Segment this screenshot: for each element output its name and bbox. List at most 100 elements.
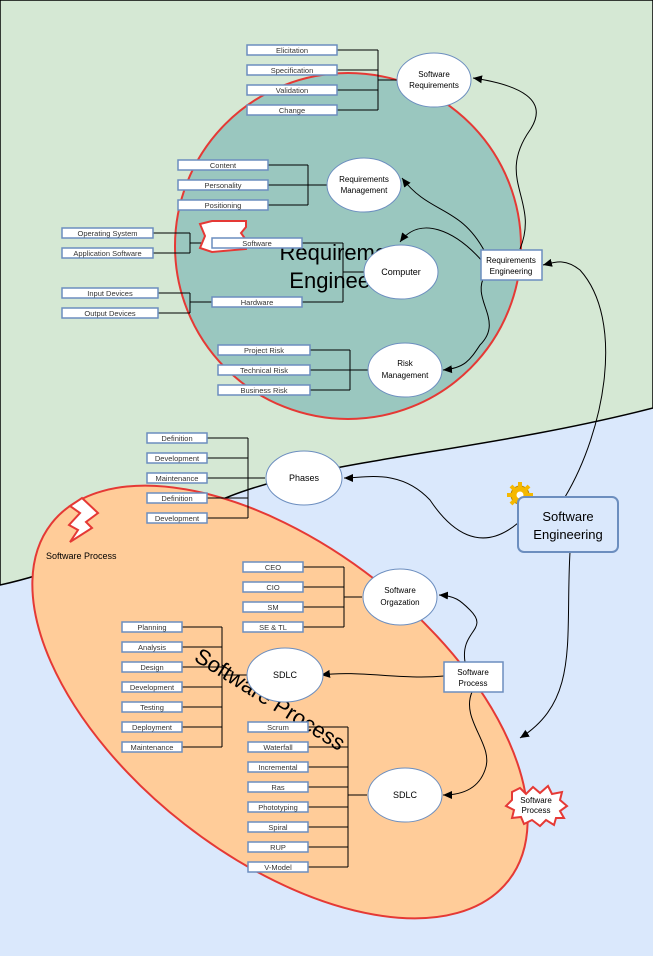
phases-node[interactable]: Phases [265, 450, 343, 506]
computer-node[interactable]: Computer [363, 244, 439, 300]
sdlc-phase-item[interactable]: Design [121, 661, 183, 673]
software-organization-node[interactable]: Software Orgazation [362, 568, 438, 626]
phase-item[interactable]: Development [146, 512, 208, 524]
sdlc-model-item-box [247, 761, 309, 773]
requirements-management-line2: Management [341, 186, 388, 195]
risk-management-node[interactable]: Risk Management [367, 342, 443, 398]
risk-item-box [217, 344, 311, 356]
software-organization-line1: Software [384, 586, 416, 595]
risk-item[interactable]: Project Risk [217, 344, 311, 356]
requirements-management-item-box [177, 179, 269, 191]
requirements-engineering-node[interactable]: Requirements Engineering [480, 249, 543, 281]
sdlc-model-item[interactable]: Scrum [247, 721, 309, 733]
requirements-management-node[interactable]: Requirements Management [326, 157, 402, 213]
hardware-box[interactable]: Hardware [211, 296, 303, 308]
software-requirements-line1: Software [418, 70, 450, 79]
software-item-label: Operating System [77, 229, 137, 238]
sdlc-model-item-label: RUP [270, 843, 286, 852]
requirements-management-item[interactable]: Content [177, 159, 269, 171]
sdlc-phase-item[interactable]: Planning [121, 621, 183, 633]
software-requirements-node[interactable]: Software Requirements [396, 52, 472, 108]
hardware-item-label: Input Devices [87, 289, 133, 298]
sdlc-phase-item-box [121, 741, 183, 753]
sdlc-model-item-box [247, 781, 309, 793]
requirements-management-item-label: Positioning [205, 201, 242, 210]
organization-item[interactable]: CEO [242, 561, 304, 573]
requirements-management-item[interactable]: Personality [177, 179, 269, 191]
risk-item[interactable]: Business Risk [217, 384, 311, 396]
sdlc-phase-item-label: Planning [137, 623, 166, 632]
organization-item[interactable]: SM [242, 601, 304, 613]
phase-item-label: Definition [161, 494, 192, 503]
organization-item-box [242, 561, 304, 573]
phase-item[interactable]: Maintenance [146, 472, 208, 484]
sdlc-model-item[interactable]: Phototyping [247, 801, 309, 813]
software-organization-line2: Orgazation [380, 598, 419, 607]
phase-item-box [146, 492, 208, 504]
sdlc-model-item-box [247, 821, 309, 833]
sdlc-model-item-box [247, 801, 309, 813]
sdlc-model-item[interactable]: Ras [247, 781, 309, 793]
sdlc-models-label: SDLC [393, 790, 418, 800]
software-requirements-item-box [246, 104, 338, 116]
software-item-box [61, 247, 154, 259]
phase-item-label: Definition [161, 434, 192, 443]
organization-item-box [242, 621, 304, 633]
sdlc-phase-item[interactable]: Analysis [121, 641, 183, 653]
organization-item[interactable]: CIO [242, 581, 304, 593]
organization-item[interactable]: SE & TL [242, 621, 304, 633]
sdlc-phase-item-box [121, 621, 183, 633]
software-requirements-item[interactable]: Change [246, 104, 338, 116]
sdlc-phase-item-label: Maintenance [131, 743, 174, 752]
requirements-management-line1: Requirements [339, 175, 389, 184]
sdlc-phase-item[interactable]: Deployment [121, 721, 183, 733]
software-requirements-item[interactable]: Validation [246, 84, 338, 96]
software-requirements-item[interactable]: Elicitation [246, 44, 338, 56]
sdlc-model-item-label: Ras [271, 783, 285, 792]
hardware-item-box [61, 287, 159, 299]
lightning-callout [67, 496, 100, 543]
software-engineering-line2: Engineering [533, 527, 602, 542]
phase-item[interactable]: Definition [146, 492, 208, 504]
phase-item[interactable]: Definition [146, 432, 208, 444]
sdlc-model-item[interactable]: Waterfall [247, 741, 309, 753]
sdlc-models-node[interactable]: SDLC [367, 767, 443, 823]
sdlc-phase-item-label: Development [130, 683, 175, 692]
sdlc-model-item[interactable]: V-Model [247, 861, 309, 873]
sdlc-phase-item[interactable]: Maintenance [121, 741, 183, 753]
software-box-label: Software [242, 239, 272, 248]
hardware-item[interactable]: Input Devices [61, 287, 159, 299]
sdlc-phase-item[interactable]: Development [121, 681, 183, 693]
software-box[interactable]: Software [211, 237, 303, 249]
software-process-node[interactable]: Software Process [443, 661, 504, 693]
sdlc-phase-item-label: Analysis [138, 643, 166, 652]
sdlc-model-item-box [247, 721, 309, 733]
sdlc-model-item-label: Spiral [268, 823, 288, 832]
software-item[interactable]: Operating System [61, 227, 154, 239]
phase-item[interactable]: Development [146, 452, 208, 464]
gear-icon [507, 482, 533, 508]
software-item[interactable]: Application Software [61, 247, 154, 259]
phase-item-label: Development [155, 454, 200, 463]
sdlc-model-item-box [247, 861, 309, 873]
burst-callout-line1: Software [520, 796, 552, 805]
software-engineering-node[interactable]: Software Engineering [517, 496, 619, 553]
sdlc-phases-node[interactable]: SDLC [246, 647, 324, 703]
sdlc-phase-item-box [121, 641, 183, 653]
item-boxes: ElicitationSpecificationValidationChange… [61, 44, 338, 873]
risk-item-box [217, 384, 311, 396]
burst-callout [504, 784, 569, 828]
software-requirements-item[interactable]: Specification [246, 64, 338, 76]
requirements-management-item[interactable]: Positioning [177, 199, 269, 211]
hardware-item-box [61, 307, 159, 319]
sdlc-phases-label: SDLC [273, 670, 298, 680]
risk-item-box [217, 364, 311, 376]
sdlc-model-item[interactable]: RUP [247, 841, 309, 853]
sdlc-phase-item-box [121, 701, 183, 713]
sdlc-model-item[interactable]: Incremental [247, 761, 309, 773]
sdlc-model-item[interactable]: Spiral [247, 821, 309, 833]
sdlc-phase-item[interactable]: Testing [121, 701, 183, 713]
risk-item-label: Technical Risk [240, 366, 288, 375]
risk-item[interactable]: Technical Risk [217, 364, 311, 376]
hardware-item[interactable]: Output Devices [61, 307, 159, 319]
